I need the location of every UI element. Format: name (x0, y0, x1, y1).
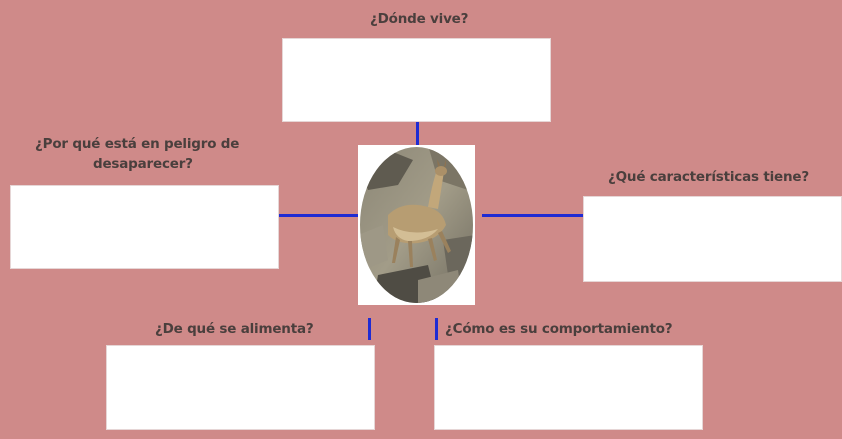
question-where: ¿Dónde vive? (370, 11, 469, 27)
connector-left (279, 214, 358, 217)
answer-box-where[interactable] (282, 38, 551, 122)
animal-photo-icon (360, 147, 473, 303)
connector-bottom-left (368, 318, 371, 340)
question-danger-line1: ¿Por qué está en peligro de (35, 136, 240, 152)
question-characteristics: ¿Qué características tiene? (608, 169, 809, 185)
question-behavior: ¿Cómo es su comportamiento? (445, 321, 673, 337)
answer-box-food[interactable] (106, 345, 375, 430)
answer-box-behavior[interactable] (434, 345, 703, 430)
connector-bottom-right (435, 318, 438, 340)
question-danger-line2: desaparecer? (93, 156, 193, 172)
center-animal-image (358, 145, 475, 305)
answer-box-danger[interactable] (10, 185, 279, 269)
question-food: ¿De qué se alimenta? (155, 321, 314, 337)
connector-right (482, 214, 583, 217)
connector-top (416, 122, 419, 145)
answer-box-characteristics[interactable] (583, 196, 842, 282)
